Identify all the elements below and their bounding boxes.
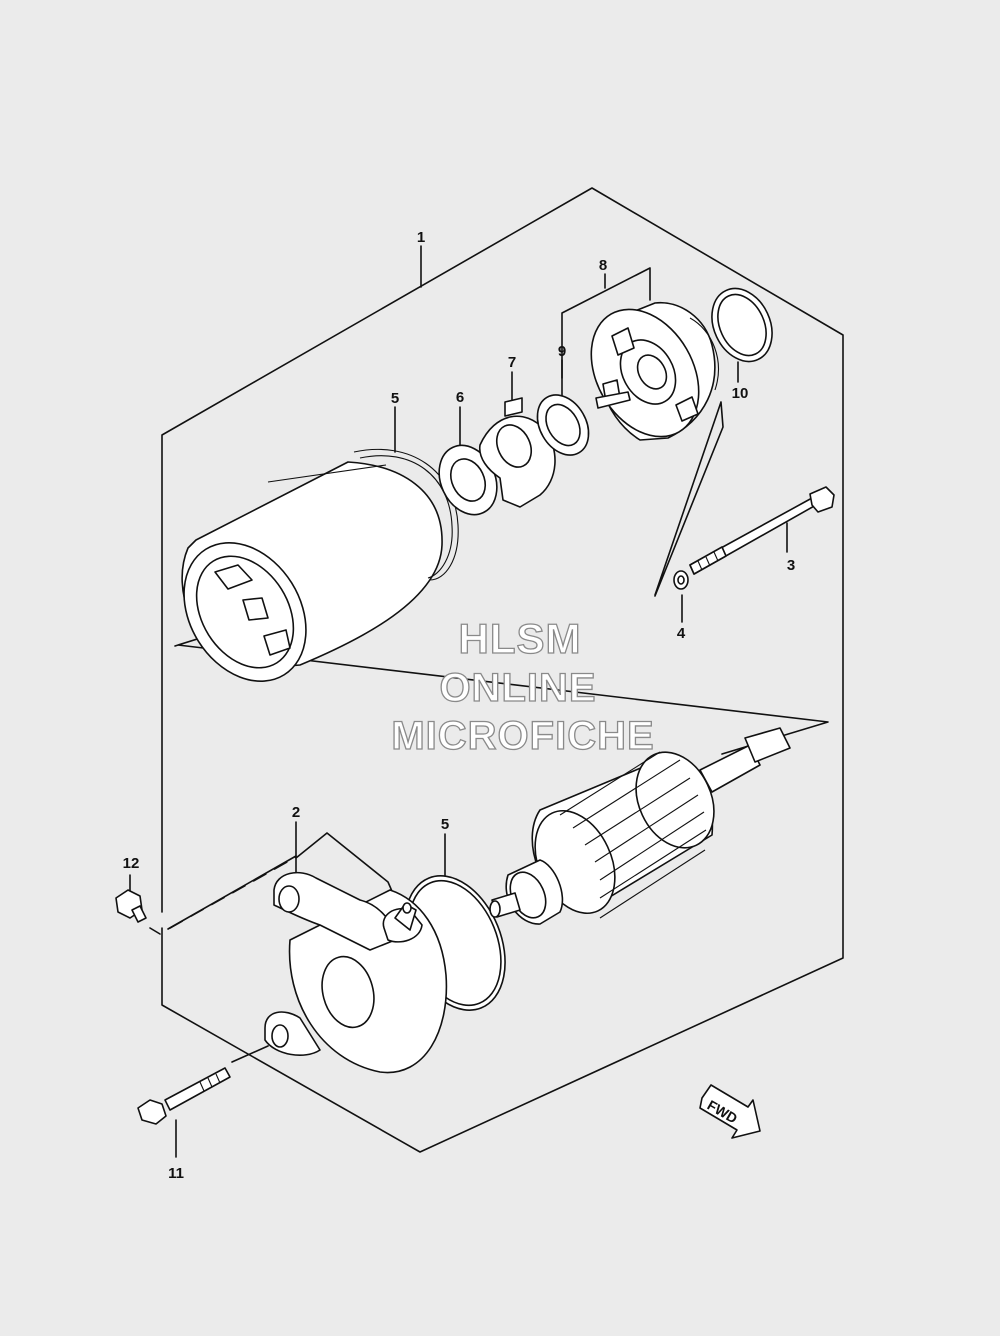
callout-1: 1 [417,229,425,246]
oil-seal-9 [536,394,590,456]
callout-4: 4 [677,625,686,642]
callout-7: 7 [508,354,516,371]
front-housing-2 [264,871,448,1074]
end-housing-8 [590,301,719,441]
fwd-arrow-icon: FWD [699,1084,761,1139]
through-bolt-3 [689,486,835,575]
callout-12: 12 [123,855,140,872]
o-ring-10 [711,287,773,363]
callout-labels: 1 2 3 4 5 5 6 7 8 9 10 11 12 [123,229,796,1182]
callout-3: 3 [787,557,795,574]
watermark-line-2: ONLINE [439,666,596,710]
watermark-line-3: MICROFICHE [391,714,654,758]
washer-4 [673,570,689,590]
bolt-11 [137,1067,231,1125]
callout-11: 11 [168,1165,184,1182]
plate-7 [478,397,556,508]
callout-2: 2 [292,804,300,821]
callout-9: 9 [558,343,566,360]
yoke-housing [181,448,459,682]
watermark: HLSM ONLINE MICROFICHE [391,614,655,758]
armature [489,727,791,925]
callout-6: 6 [456,389,464,406]
callout-5-lower: 5 [441,816,449,833]
bolt-12 [115,889,147,923]
callout-8: 8 [599,257,607,274]
assembly-outline [161,187,844,1153]
callout-5-upper: 5 [391,390,399,407]
watermark-line-1: HLSM [459,615,582,662]
washer-6 [438,444,498,516]
callout-10: 10 [732,385,749,402]
